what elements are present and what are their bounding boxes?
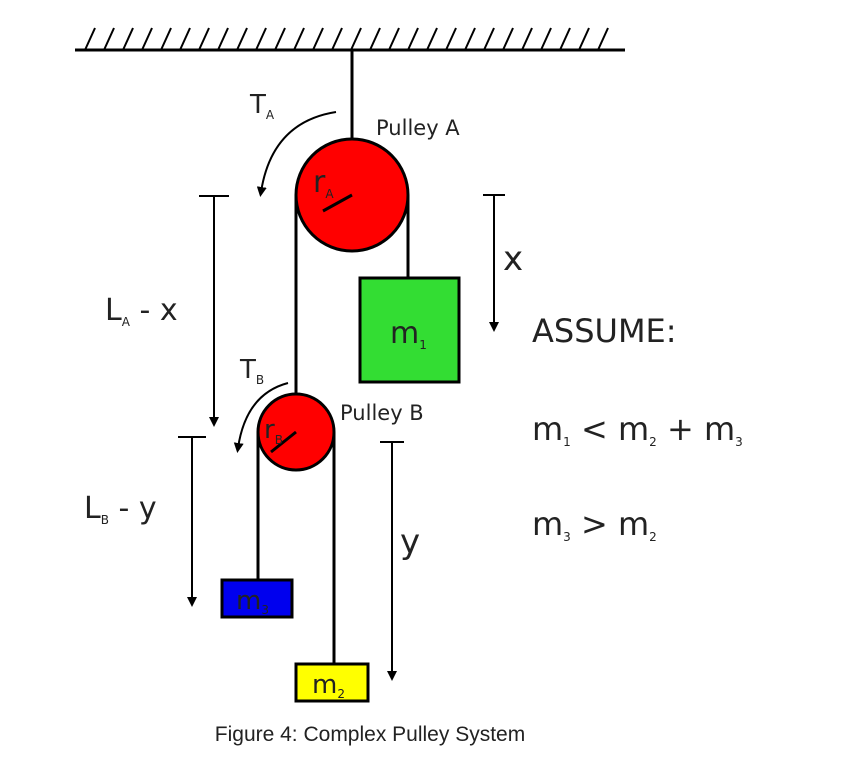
mass-m1-label: m1 <box>390 316 427 352</box>
figure-caption: Figure 4: Complex Pulley System <box>215 723 525 746</box>
mass-m3-box <box>220 578 294 619</box>
ceiling <box>75 27 625 52</box>
assume-line-1: m1 < m2 + m3 <box>532 410 743 449</box>
tension-a-label: TA <box>249 90 275 122</box>
tension-a-arrow <box>256 111 337 197</box>
assume-line-2: m3 > m2 <box>532 505 657 544</box>
assume-title: ASSUME: <box>532 312 677 350</box>
radius-b-label: rB <box>264 415 283 447</box>
mass-m1-box <box>358 276 461 384</box>
x-label: x <box>503 239 523 279</box>
radius-a-label: rA <box>313 165 334 201</box>
y-label: y <box>400 522 420 562</box>
la-minus-x-label: LA - x <box>105 293 178 329</box>
pulley-b-label: Pulley B <box>340 401 424 425</box>
tension-b-label: TB <box>239 355 264 387</box>
mass-m3-label: m3 <box>236 586 269 617</box>
pulley-a-label: Pulley A <box>376 116 460 140</box>
lb-minus-y-label: LB - y <box>84 491 157 527</box>
mass-m2-label: m2 <box>312 670 345 701</box>
tension-b-arrow <box>233 382 289 453</box>
mass-m2-box <box>294 662 370 703</box>
